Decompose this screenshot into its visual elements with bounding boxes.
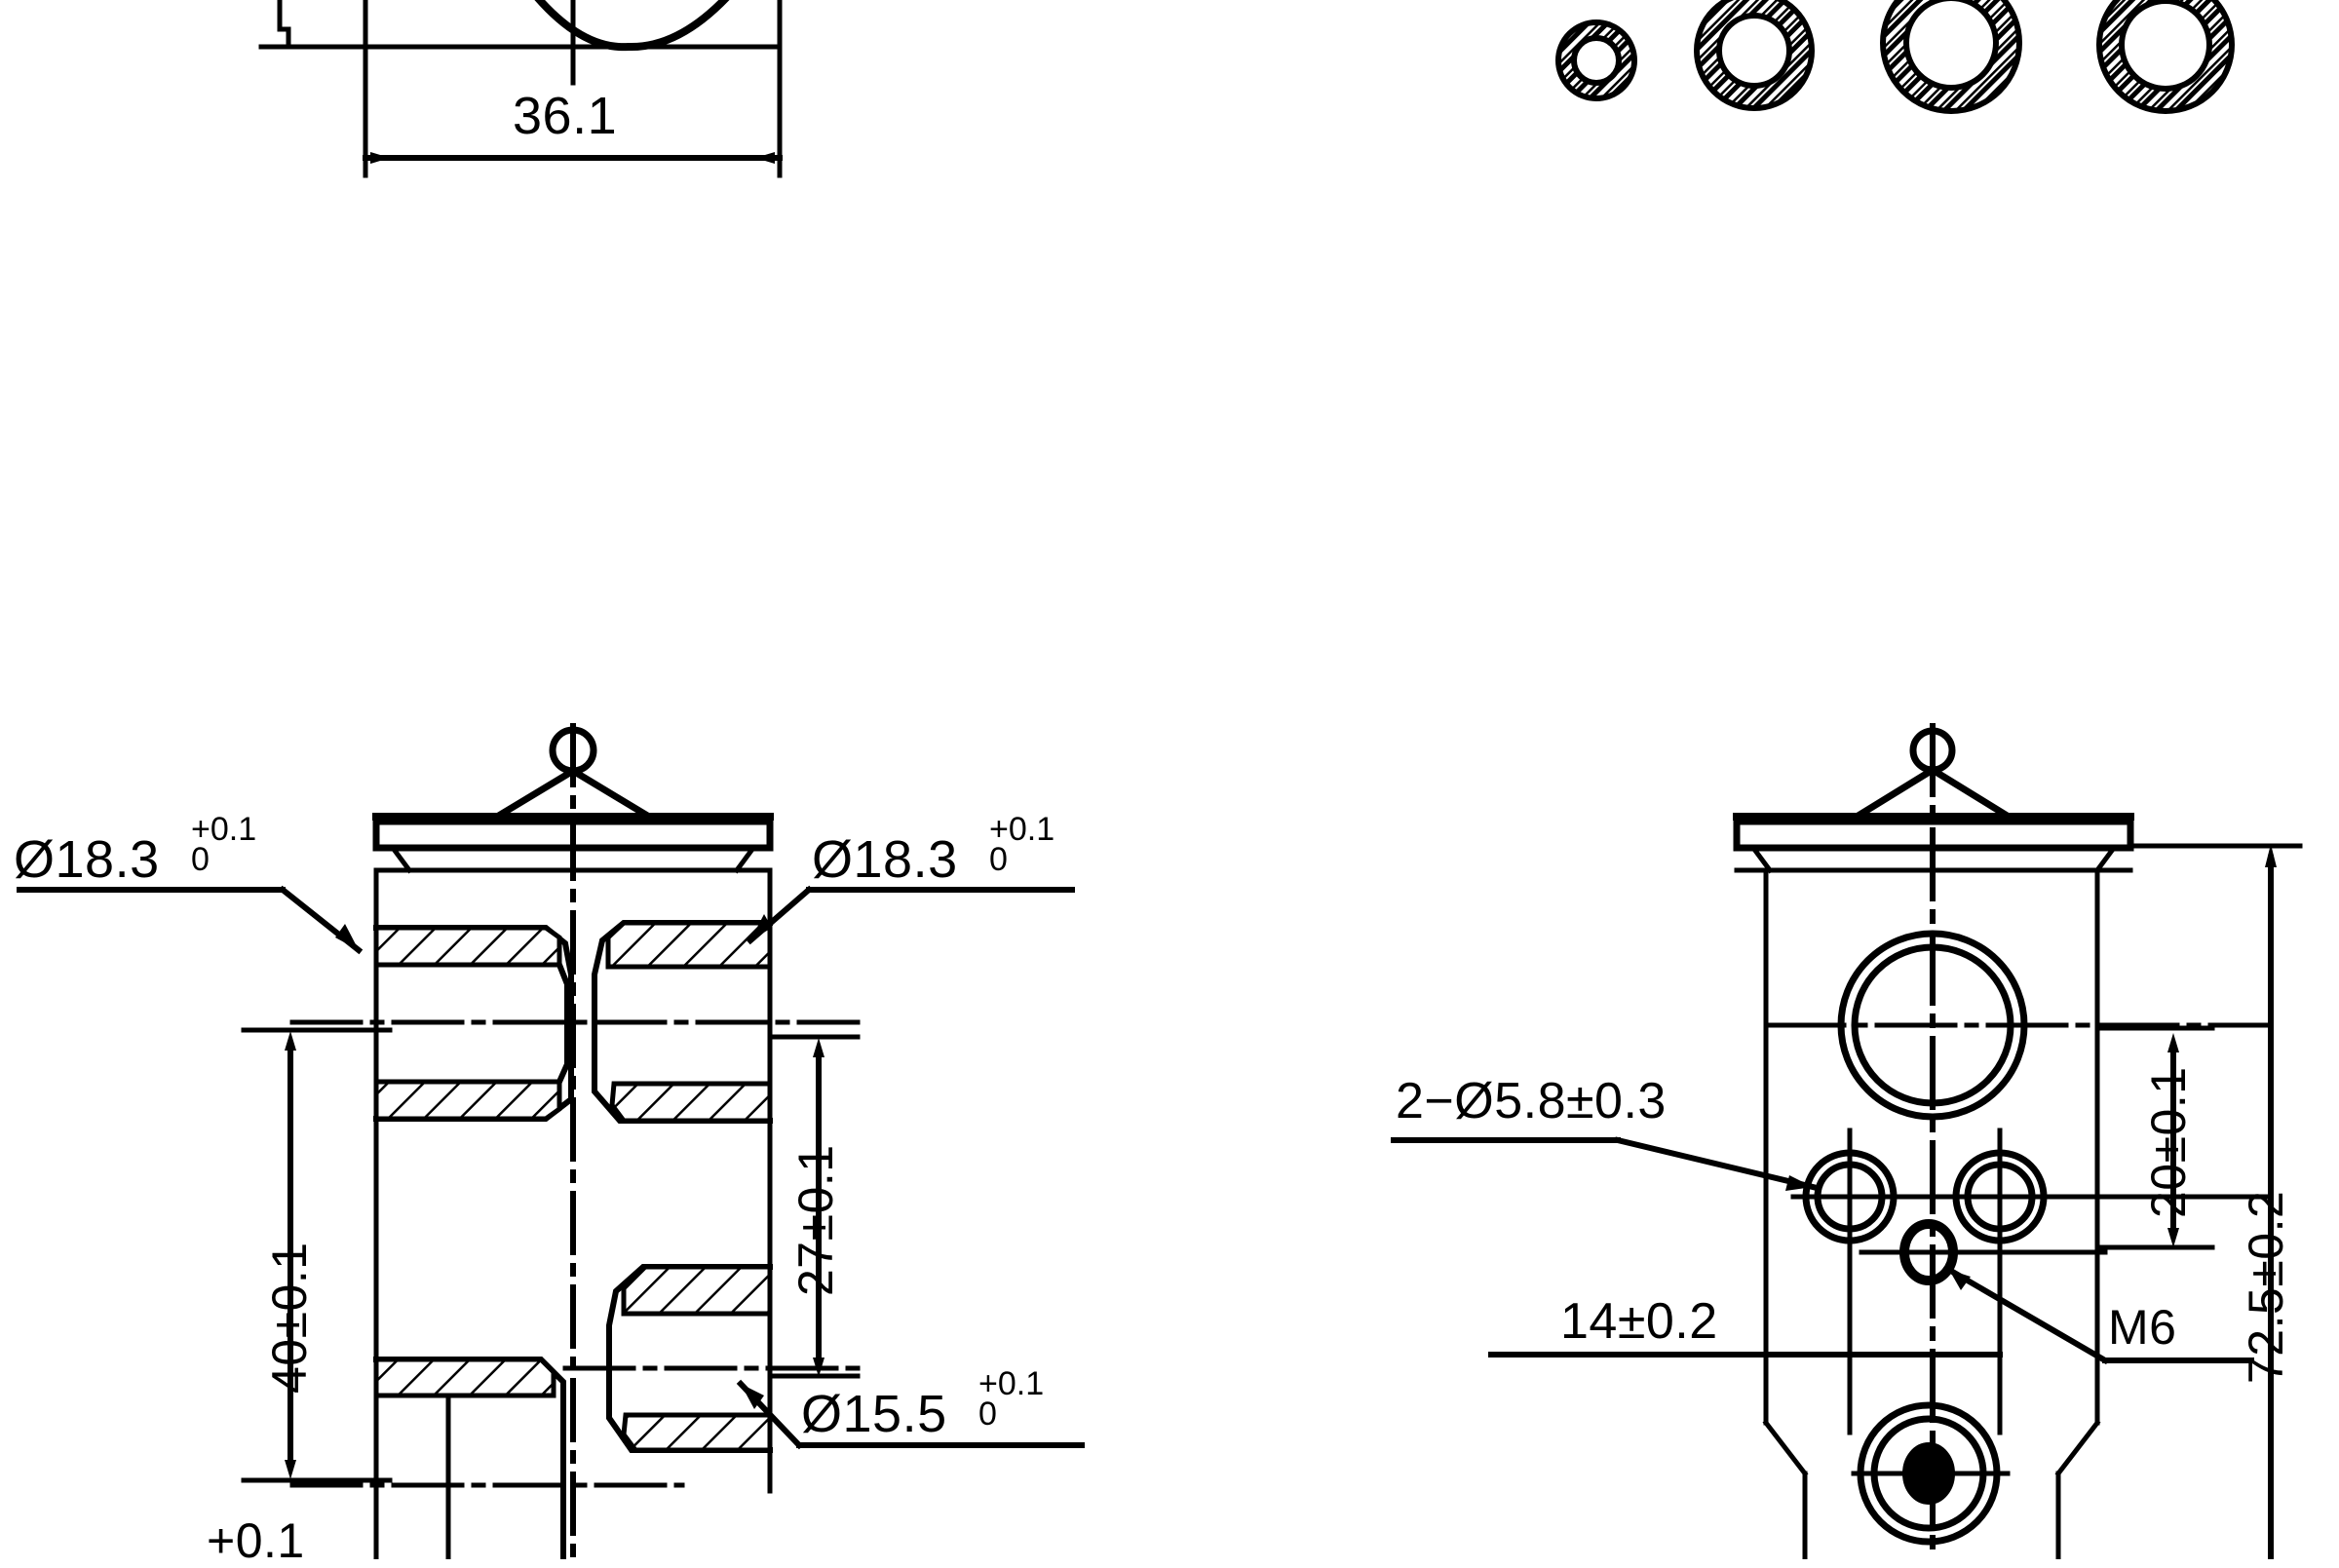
tol-upper: +0.1 — [978, 1365, 1045, 1402]
tol-upper: +0.1 — [989, 811, 1055, 848]
dim-upper-height-20: 20±0.1 — [2141, 1066, 2196, 1218]
dim-inner-height-27: 27±0.1 — [788, 1144, 843, 1296]
tol-lower: 0 — [989, 841, 1008, 879]
o-ring-2 — [1667, 0, 1852, 146]
dim-width-36-1: 36.1 — [513, 87, 618, 145]
o-ring-group — [1520, 0, 2261, 156]
dim-port-upper-left-tolerance: +0.1 0 — [191, 811, 257, 879]
o-ring-3 — [1861, 0, 2047, 136]
dim-port-upper-right: Ø18.3 — [812, 830, 958, 889]
dim-thread-callout-m6: M6 — [2108, 1300, 2177, 1355]
dim-overall-height-72-5: 72.5±0.2 — [2239, 1190, 2293, 1384]
dim-port-upper-right-tolerance: +0.1 0 — [989, 811, 1055, 879]
dim-port-lower-tolerance: +0.1 0 — [978, 1365, 1045, 1434]
tol-lower: 0 — [191, 841, 210, 879]
dim-overall-height-40: 40±0.1 — [262, 1242, 317, 1394]
tol-upper: +0.1 — [191, 811, 257, 848]
dim-port-lower: Ø15.5 — [801, 1385, 947, 1443]
top-partial-view-geometry — [258, 0, 783, 178]
left-view-geometry — [17, 723, 1085, 1559]
dim-hole-spacing-14: 14±0.2 — [1560, 1293, 1718, 1350]
dim-port-upper-left: Ø18.3 — [14, 830, 160, 889]
o-ring-1 — [1520, 0, 1686, 156]
o-ring-4 — [2076, 0, 2261, 136]
dim-mounting-holes: 2−Ø5.8±0.3 — [1396, 1073, 1667, 1129]
dim-bottom-partial-tolerance: +0.1 — [207, 1513, 305, 1568]
right-view-geometry — [1391, 723, 2303, 1559]
tol-lower: 0 — [978, 1396, 997, 1434]
